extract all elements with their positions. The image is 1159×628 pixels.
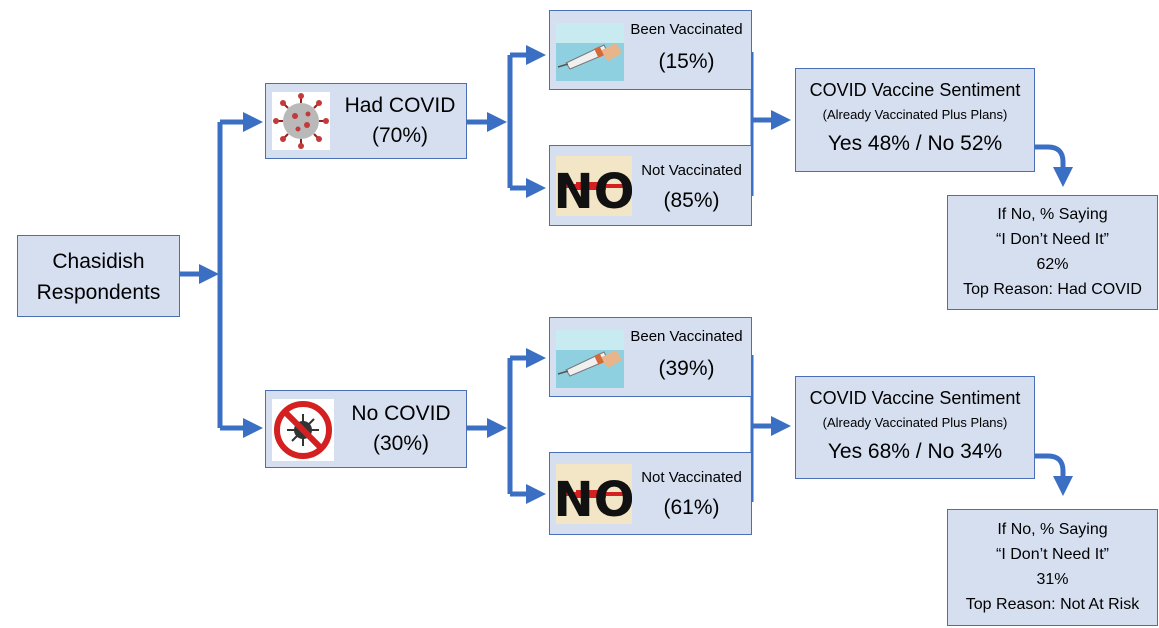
had-if-no-pct: 62% bbox=[1036, 256, 1069, 273]
had-sentiment-box: COVID Vaccine Sentiment (Already Vaccina… bbox=[795, 68, 1035, 172]
no-vaccinated-box: Been Vaccinated (39%) bbox=[549, 317, 752, 397]
syringe-icon bbox=[556, 330, 624, 388]
syringe-icon bbox=[556, 23, 624, 81]
had-sentiment-result: Yes 48% / No 52% bbox=[827, 132, 1003, 155]
coronavirus-icon bbox=[272, 92, 330, 150]
no-vaccine-icon: NO bbox=[556, 464, 632, 524]
no-if-no-reason: Top Reason: Not At Risk bbox=[965, 596, 1140, 613]
had-covid-label: Had COVID bbox=[344, 94, 456, 117]
no-sentiment-subtitle: (Already Vaccinated Plus Plans) bbox=[822, 415, 1008, 430]
no-if-no-box: If No, % Saying “I Don’t Need It” 31% To… bbox=[947, 509, 1158, 626]
no-sign-text: NO bbox=[556, 472, 632, 524]
had-if-no-reason: Top Reason: Had COVID bbox=[963, 281, 1142, 298]
no-sentiment-title: COVID Vaccine Sentiment bbox=[809, 388, 1021, 408]
had-not-vaccinated-pct: (85%) bbox=[663, 189, 720, 212]
had-curve-arrow bbox=[1034, 144, 1073, 187]
no-if-no-line1: If No, % Saying bbox=[997, 521, 1108, 538]
no-not-vaccinated-box: NO Not Vaccinated (61%) bbox=[549, 452, 752, 535]
no-not-vaccinated-pct: (61%) bbox=[663, 496, 720, 519]
no-covid-label: No COVID bbox=[351, 402, 451, 425]
no-not-vaccinated-label: Not Vaccinated bbox=[641, 469, 742, 486]
no-if-no-line2: “I Don’t Need It” bbox=[996, 546, 1109, 563]
had-sentiment-title: COVID Vaccine Sentiment bbox=[809, 80, 1021, 100]
no-sentiment-box: COVID Vaccine Sentiment (Already Vaccina… bbox=[795, 376, 1035, 479]
had-sentiment-subtitle: (Already Vaccinated Plus Plans) bbox=[822, 107, 1008, 122]
no-vaccinated-label: Been Vaccinated bbox=[630, 328, 743, 345]
had-not-vaccinated-label: Not Vaccinated bbox=[641, 162, 742, 179]
root-box: Chasidish Respondents bbox=[17, 235, 180, 317]
no-sentiment-result: Yes 68% / No 34% bbox=[827, 440, 1003, 463]
had-vaccinated-pct: (15%) bbox=[658, 50, 715, 73]
no-if-no-pct: 31% bbox=[1036, 571, 1069, 588]
had-covid-box: Had COVID (70%) bbox=[265, 83, 467, 159]
had-vaccinated-box: Been Vaccinated (15%) bbox=[549, 10, 752, 90]
no-covid-icon bbox=[272, 399, 334, 461]
no-curve-arrow bbox=[1034, 453, 1073, 496]
root-line2: Respondents bbox=[36, 281, 161, 304]
had-vaccinated-label: Been Vaccinated bbox=[630, 21, 743, 38]
had-not-vaccinated-box: NO Not Vaccinated (85%) bbox=[549, 145, 752, 226]
no-vaccinated-pct: (39%) bbox=[658, 357, 715, 380]
had-covid-pct: (70%) bbox=[371, 124, 429, 147]
no-vaccine-icon: NO bbox=[556, 156, 632, 216]
had-if-no-line1: If No, % Saying bbox=[997, 206, 1108, 223]
no-covid-box: No COVID (30%) bbox=[265, 390, 467, 468]
had-if-no-box: If No, % Saying “I Don’t Need It” 62% To… bbox=[947, 195, 1158, 310]
no-covid-pct: (30%) bbox=[372, 432, 430, 455]
root-line1: Chasidish bbox=[52, 250, 145, 273]
had-if-no-line2: “I Don’t Need It” bbox=[996, 231, 1109, 248]
no-sign-text: NO bbox=[556, 164, 632, 216]
